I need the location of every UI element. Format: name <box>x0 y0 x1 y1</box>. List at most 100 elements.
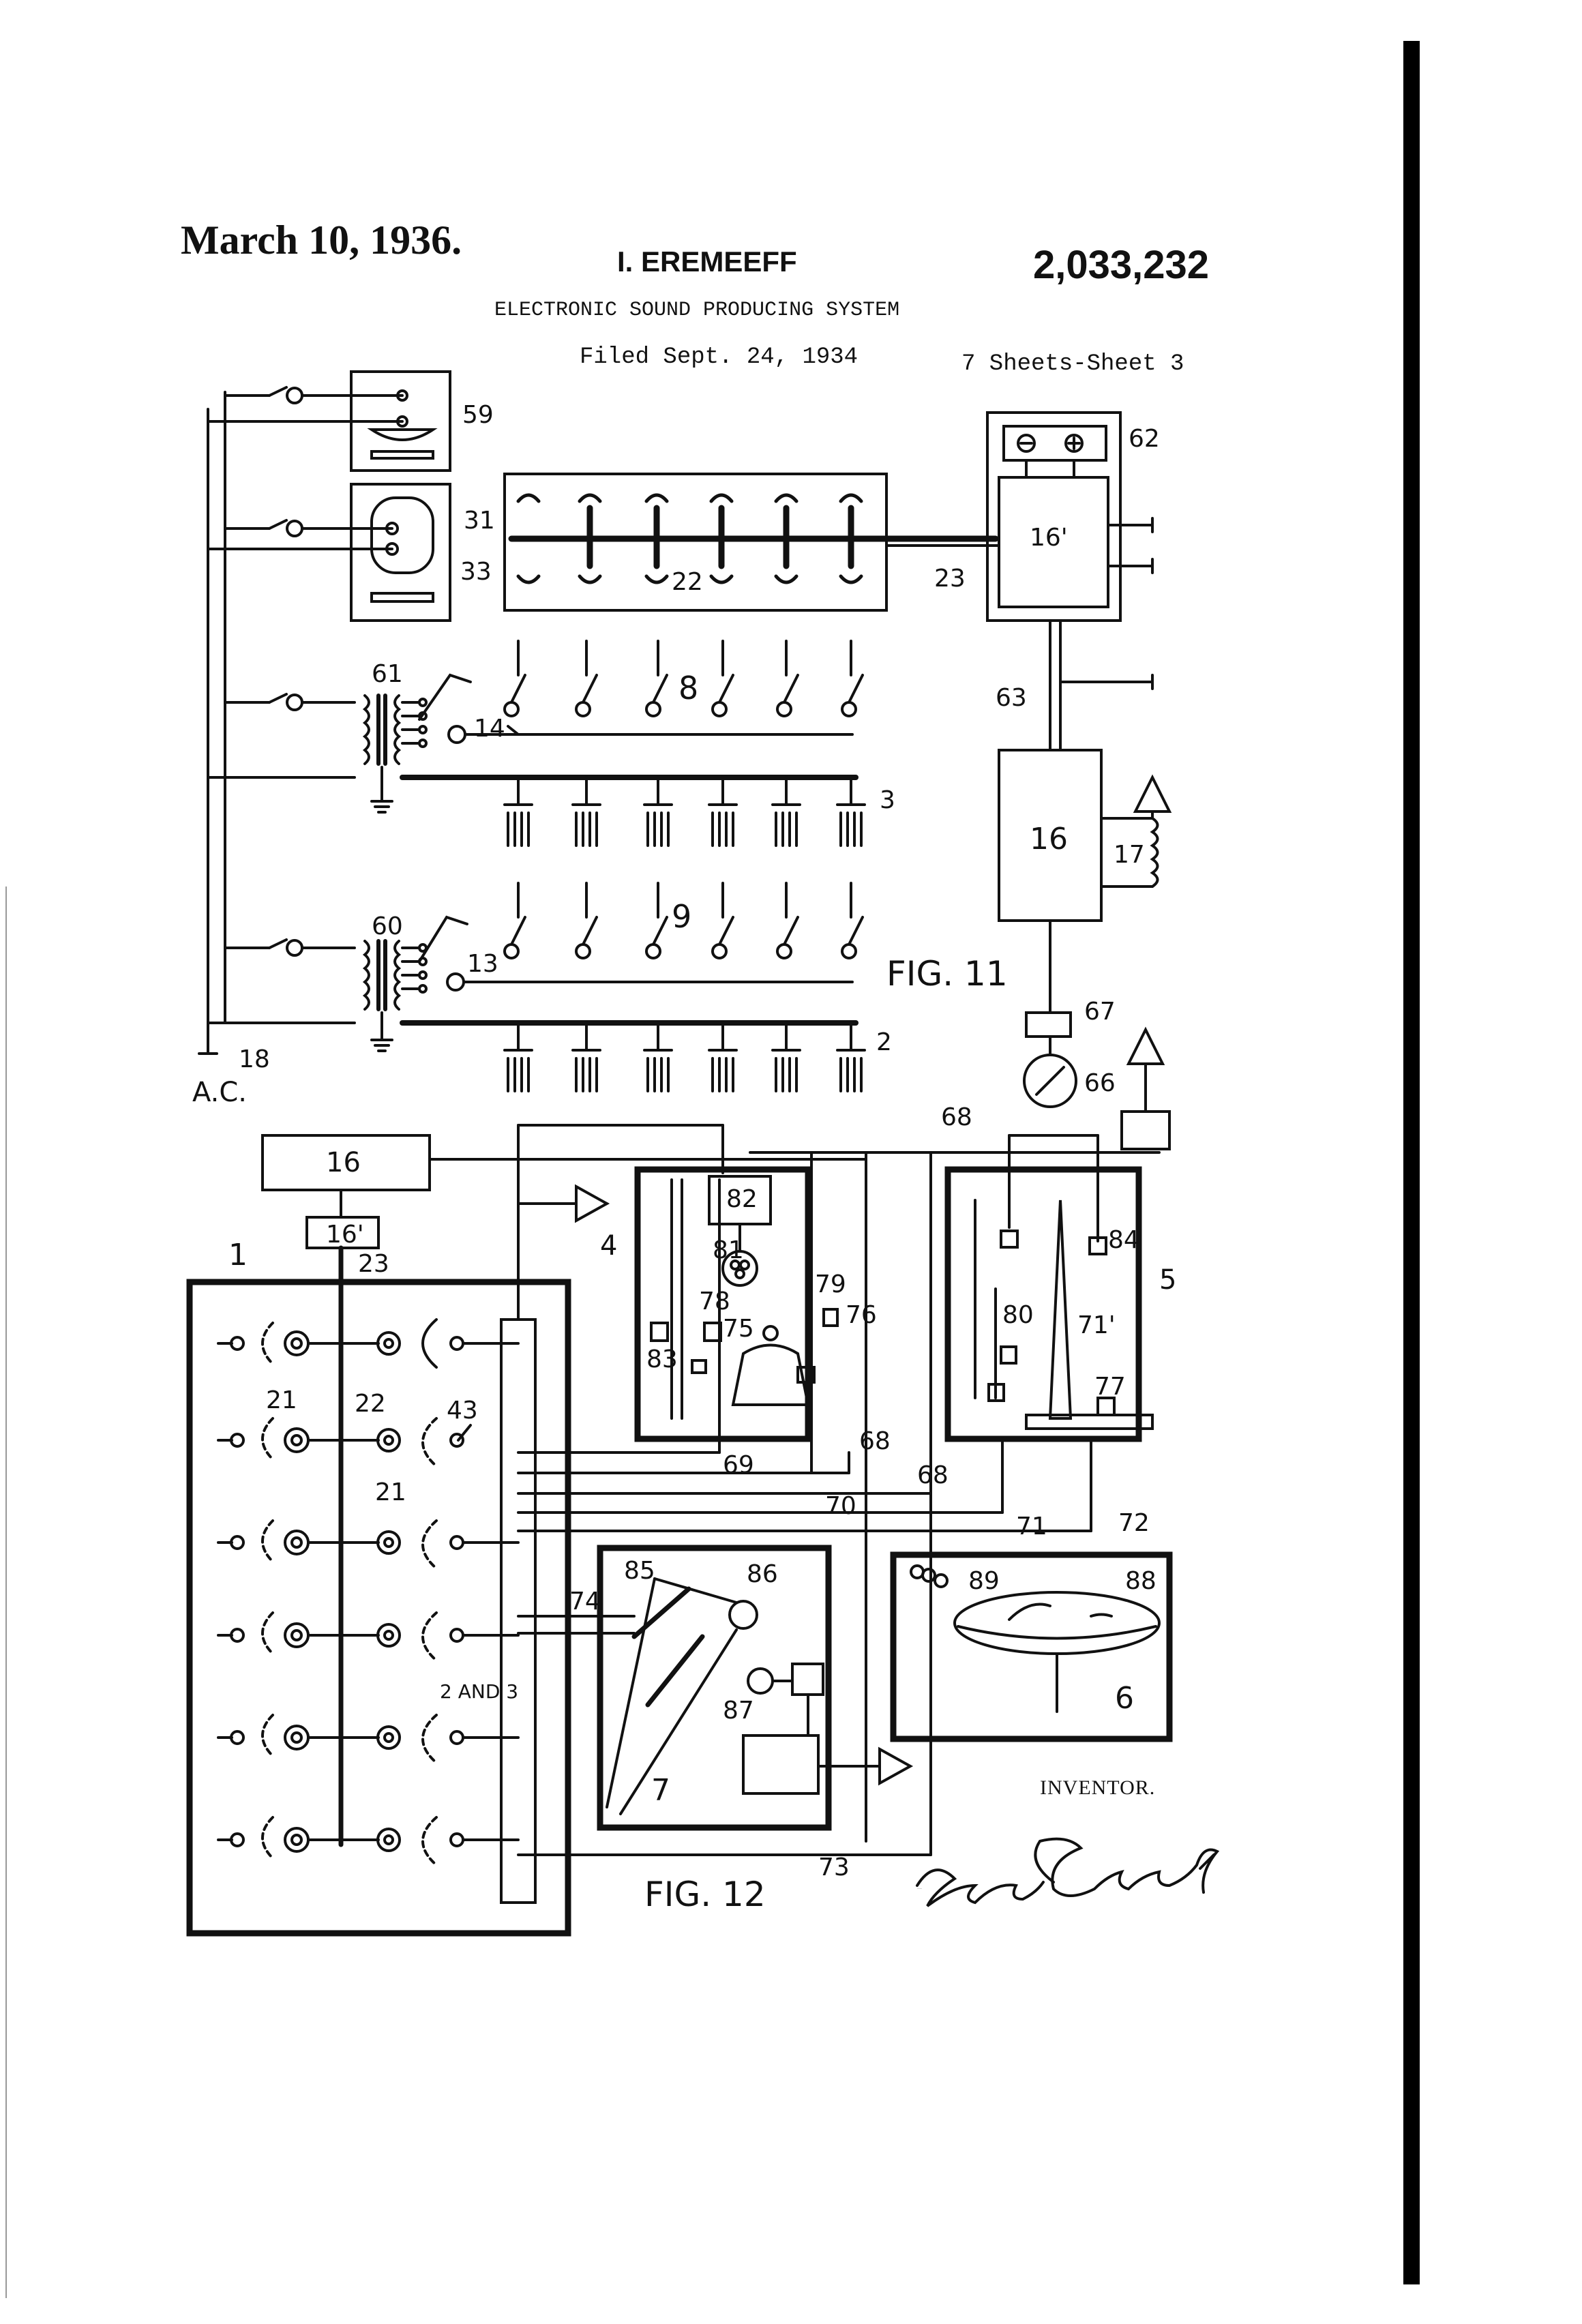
label-87: 87 <box>723 1697 754 1725</box>
label-80: 80 <box>1002 1301 1034 1329</box>
fig11-label: FIG. 11 <box>886 954 1008 994</box>
ground-row-3 <box>503 776 866 847</box>
bell-unit-4 <box>634 1166 811 1442</box>
pedal-14 <box>418 673 472 721</box>
console-panel-1 <box>186 1279 571 1937</box>
block-16 <box>261 1134 431 1191</box>
bell-icon <box>731 1343 810 1406</box>
keyboard-8-switches <box>503 640 864 736</box>
pedal-13 <box>418 915 468 963</box>
label-21: 21 <box>266 1386 297 1414</box>
label-43: 43 <box>447 1397 478 1425</box>
label-31: 31 <box>464 507 495 535</box>
transformer-60 <box>362 940 370 1011</box>
console-rows <box>217 1318 520 1866</box>
label-84: 84 <box>1108 1226 1139 1254</box>
label-66: 66 <box>1084 1069 1116 1097</box>
label-78: 78 <box>699 1287 730 1315</box>
amplifier-16-prime <box>986 411 1122 622</box>
speaker-icon <box>1133 774 1172 813</box>
keyboard-9-switches <box>503 882 864 959</box>
label-16-prime: 16' <box>1030 524 1068 552</box>
label-89: 89 <box>968 1567 1000 1595</box>
label-2-and-3: 2 AND 3 <box>440 1680 518 1703</box>
relay-67 <box>1025 1011 1072 1038</box>
label-23-lower: 23 <box>358 1250 389 1278</box>
label-3: 3 <box>880 786 895 814</box>
signature-text: Ivan Eremeeff <box>917 1888 922 1890</box>
label-85: 85 <box>624 1557 655 1585</box>
label-68: 68 <box>941 1103 972 1131</box>
label-8: 8 <box>678 670 698 706</box>
meter-66 <box>1023 1054 1077 1108</box>
transformer-17 <box>1150 817 1159 888</box>
label-2: 2 <box>876 1028 892 1056</box>
speaker-icon <box>575 1184 610 1223</box>
inventor-label: INVENTOR. <box>1040 1776 1156 1799</box>
label-82: 82 <box>726 1185 758 1213</box>
label-14: 14 <box>474 715 505 743</box>
speaker-icon <box>878 1746 914 1786</box>
label-block-16: 16 <box>326 1147 361 1178</box>
inventor-signature: Ivan Eremeeff <box>916 1837 1220 1907</box>
vibrating-reed-unit-5 <box>944 1166 1142 1442</box>
fig12-diagram <box>186 1124 1173 1937</box>
bus-bar-2-and-3 <box>500 1318 537 1904</box>
label-69: 69 <box>723 1451 754 1479</box>
label-71: 71 <box>1016 1513 1047 1540</box>
transformer-61 <box>362 694 370 765</box>
cymbal-unit-6 <box>890 1551 1173 1742</box>
reference-labels: 59 31 33 22 23 62 16' 63 61 14 8 3 16 17… <box>192 401 1176 1914</box>
label-73: 73 <box>818 1853 850 1881</box>
label-79: 79 <box>815 1270 846 1298</box>
label-74: 74 <box>569 1588 601 1615</box>
label-5: 5 <box>1159 1264 1176 1296</box>
scan-edge-line <box>5 887 7 2298</box>
label-68-mid: 68 <box>859 1427 891 1455</box>
label-70: 70 <box>825 1492 856 1520</box>
label-block-16-prime: 16' <box>326 1221 364 1249</box>
label-7: 7 <box>651 1773 670 1808</box>
label-61: 61 <box>372 660 403 688</box>
label-13: 13 <box>467 950 498 978</box>
label-22: 22 <box>672 568 703 596</box>
ground-row-2 <box>503 1022 866 1092</box>
label-16: 16 <box>1030 822 1068 856</box>
label-22-lower: 22 <box>355 1390 386 1418</box>
photocell-bank-22 <box>503 473 888 612</box>
label-62: 62 <box>1129 425 1160 453</box>
label-59: 59 <box>462 401 494 429</box>
label-9: 9 <box>672 898 691 935</box>
label-71-prime: 71' <box>1077 1311 1116 1339</box>
patent-title: ELECTRONIC SOUND PRODUCING SYSTEM <box>494 299 900 322</box>
label-18: 18 <box>239 1045 270 1073</box>
tube-59-box <box>350 370 451 472</box>
patent-date: March 10, 1936. <box>181 218 462 263</box>
patent-number: 2,033,232 <box>1033 243 1210 287</box>
label-77: 77 <box>1094 1373 1126 1401</box>
label-6: 6 <box>1115 1681 1134 1716</box>
filing-date: Filed Sept. 24, 1934 <box>580 344 859 370</box>
label-4: 4 <box>600 1230 617 1262</box>
fig11-diagram <box>198 370 1172 1150</box>
scan-edge-bar <box>1403 41 1420 2284</box>
label-86: 86 <box>747 1560 778 1588</box>
label-23: 23 <box>934 565 966 593</box>
fig12-label: FIG. 12 <box>644 1875 766 1914</box>
tube-31-box <box>350 483 451 622</box>
string-unit-7 <box>597 1545 832 1831</box>
label-21-lower: 21 <box>375 1478 406 1506</box>
speaker-icon <box>1126 1026 1165 1065</box>
label-72: 72 <box>1118 1509 1150 1537</box>
label-33: 33 <box>460 558 492 586</box>
label-67: 67 <box>1084 998 1116 1026</box>
label-75: 75 <box>723 1315 754 1343</box>
inventor-name: I. EREMEEFF <box>617 245 797 278</box>
label-17: 17 <box>1114 841 1145 869</box>
sheet-count: 7 Sheets-Sheet 3 <box>961 351 1184 377</box>
label-63: 63 <box>996 684 1027 712</box>
label-88: 88 <box>1125 1567 1156 1595</box>
label-ac: A.C. <box>192 1077 247 1108</box>
label-76: 76 <box>846 1301 877 1329</box>
